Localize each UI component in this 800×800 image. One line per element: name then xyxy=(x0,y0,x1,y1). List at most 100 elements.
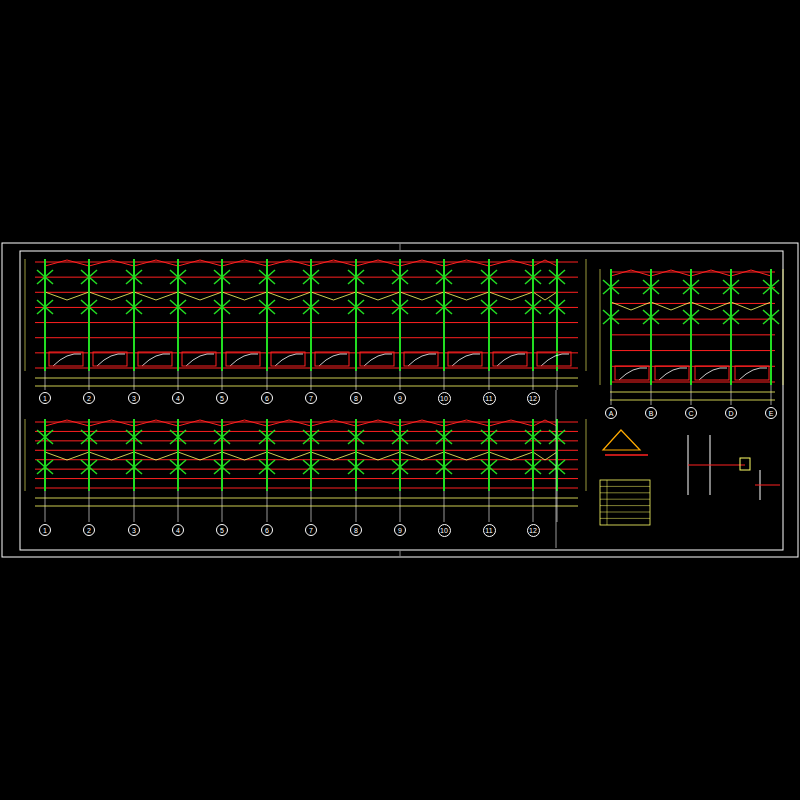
drawing-line xyxy=(156,420,178,426)
axis-number: 1 xyxy=(43,395,47,402)
opening-frame xyxy=(315,352,349,366)
drawing-line xyxy=(481,430,497,444)
drawing-line xyxy=(348,430,364,444)
drawing-line xyxy=(81,460,97,474)
drawing-line xyxy=(348,300,364,314)
drawing-line xyxy=(489,260,511,266)
axis-number: 5 xyxy=(220,395,224,402)
drawing-line xyxy=(319,354,347,366)
drawing-line xyxy=(364,354,392,366)
axis-number: 11 xyxy=(485,527,492,534)
drawing-line xyxy=(245,452,268,460)
drawing-line xyxy=(259,300,275,314)
drawing-line xyxy=(723,310,739,324)
drawing-line xyxy=(89,371,90,390)
drawing-line xyxy=(81,300,97,314)
drawing-line xyxy=(35,478,578,479)
drawing-line xyxy=(170,300,186,314)
drawing-line xyxy=(751,270,771,276)
drawing-line xyxy=(37,430,53,444)
drawing-line xyxy=(659,368,687,380)
drawing-line xyxy=(259,270,275,284)
drawing-line xyxy=(289,260,311,266)
axis-number: 1 xyxy=(43,527,47,534)
drawing-line xyxy=(222,260,245,266)
drawing-line xyxy=(444,260,467,266)
drawing-line xyxy=(311,260,334,266)
drawing-line xyxy=(600,512,650,513)
opening-frame xyxy=(695,366,729,380)
drawing-line xyxy=(89,260,112,266)
drawing-line xyxy=(422,292,444,300)
drawing-line xyxy=(525,270,541,284)
drawing-line xyxy=(221,419,223,491)
drawing-line xyxy=(400,243,401,251)
drawing-line xyxy=(610,272,775,273)
drawing-line xyxy=(651,385,652,405)
drawing-line xyxy=(783,269,784,385)
drawing-line xyxy=(35,488,578,489)
drawing-line xyxy=(112,452,135,460)
drawing-line xyxy=(310,419,312,491)
drawing-line xyxy=(348,300,364,314)
drawing-line xyxy=(89,452,112,460)
drawing-line xyxy=(45,420,67,426)
drawing-line xyxy=(81,430,97,444)
drawing-line xyxy=(334,452,357,460)
axis-bubble: 2 xyxy=(83,524,95,536)
axis-bubble: 7 xyxy=(305,392,317,404)
drawing-line xyxy=(467,260,490,266)
drawing-line xyxy=(723,280,739,294)
drawing-line xyxy=(605,454,648,456)
drawing-line xyxy=(533,371,534,390)
drawing-line xyxy=(348,270,364,284)
drawing-line xyxy=(186,354,214,366)
drawing-line xyxy=(481,460,497,474)
drawing-line xyxy=(541,354,569,366)
drawing-line xyxy=(170,270,186,284)
drawing-line xyxy=(134,260,156,266)
drawing-line xyxy=(392,270,408,284)
drawing-line xyxy=(37,460,53,474)
drawing-line xyxy=(81,460,97,474)
drawing-line xyxy=(511,420,533,426)
drawing-line xyxy=(378,420,400,426)
drawing-line xyxy=(549,460,565,474)
drawing-line xyxy=(489,420,511,426)
opening-frame xyxy=(448,352,482,366)
drawing-line xyxy=(35,378,578,379)
drawing-line xyxy=(436,270,452,284)
drawing-line xyxy=(112,260,135,266)
drawing-line xyxy=(355,419,357,491)
drawing-line xyxy=(35,506,578,507)
opening-frame xyxy=(615,366,649,380)
drawing-line xyxy=(214,460,230,474)
drawing-line xyxy=(557,371,558,390)
opening-frame xyxy=(49,352,83,366)
axis-number: 4 xyxy=(176,527,180,534)
drawing-line xyxy=(549,430,565,444)
drawing-line xyxy=(392,300,408,314)
inner-frame xyxy=(20,251,783,550)
drawing-line xyxy=(467,292,490,300)
drawing-line xyxy=(134,420,156,426)
drawing-line xyxy=(549,300,565,314)
drawing-line xyxy=(81,430,97,444)
drawing-line xyxy=(112,292,135,300)
structure-lines xyxy=(25,243,783,557)
drawing-line xyxy=(444,452,467,460)
drawing-line xyxy=(603,310,619,324)
drawing-line xyxy=(532,419,534,491)
drawing-line xyxy=(267,491,268,522)
axis-number: 12 xyxy=(529,395,537,402)
drawing-line xyxy=(545,420,557,426)
drawing-line xyxy=(356,371,357,390)
drawing-line xyxy=(356,420,378,426)
drawing-line xyxy=(259,430,275,444)
drawing-line xyxy=(444,420,467,426)
drawing-line xyxy=(611,270,631,276)
axis-number: 8 xyxy=(354,527,358,534)
drawing-line xyxy=(311,292,334,300)
drawing-line xyxy=(156,260,178,266)
drawing-line xyxy=(723,280,739,294)
